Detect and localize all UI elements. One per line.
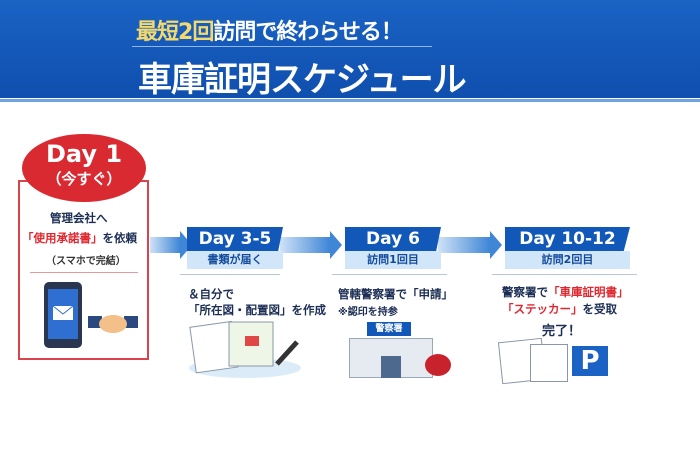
day1-note: （スマホで完結） bbox=[46, 256, 126, 267]
day3-5-text: ＆自分で bbox=[188, 287, 234, 301]
header-banner: 最短2回訪問で終わらせる！ 車庫証明スケジュール bbox=[0, 0, 700, 102]
arrow-icon bbox=[150, 231, 192, 259]
parking-sign: P bbox=[570, 344, 610, 378]
arrow-icon bbox=[280, 231, 342, 259]
station-sign: 警察署 bbox=[367, 322, 411, 336]
divider bbox=[132, 46, 432, 47]
page-title: 車庫証明スケジュール bbox=[138, 60, 467, 100]
divider bbox=[332, 274, 447, 275]
complete-text: 完了！ bbox=[542, 324, 582, 339]
day1-card bbox=[18, 180, 149, 360]
documents-map-icon bbox=[189, 320, 301, 378]
police-station-icon: 警察署 bbox=[345, 322, 460, 384]
day6-note: ※認印を持参 bbox=[338, 307, 398, 318]
day3-5-text: 「所在図・配置図」を作成 bbox=[188, 303, 326, 317]
divider bbox=[30, 272, 138, 273]
divider bbox=[492, 274, 637, 275]
subtitle: 最短2回訪問で終わらせる！ bbox=[136, 20, 403, 45]
arrow-icon bbox=[438, 231, 502, 259]
divider bbox=[180, 274, 280, 275]
day1-badge: Day 1 （今すぐ） bbox=[22, 134, 146, 202]
day1-text: 「使用承諾書」を依頼 bbox=[22, 231, 137, 245]
phone-handshake-icon bbox=[44, 282, 138, 348]
day1-text: 管理会社へ bbox=[50, 211, 108, 225]
day10-12-text: 「ステッカー」を受取 bbox=[502, 302, 617, 316]
day6-text: 管轄警察署で「申請」 bbox=[338, 287, 453, 301]
day10-12-text: 警察署で「車庫証明書」 bbox=[502, 285, 629, 299]
certificate-parking-icon: P bbox=[497, 336, 628, 386]
